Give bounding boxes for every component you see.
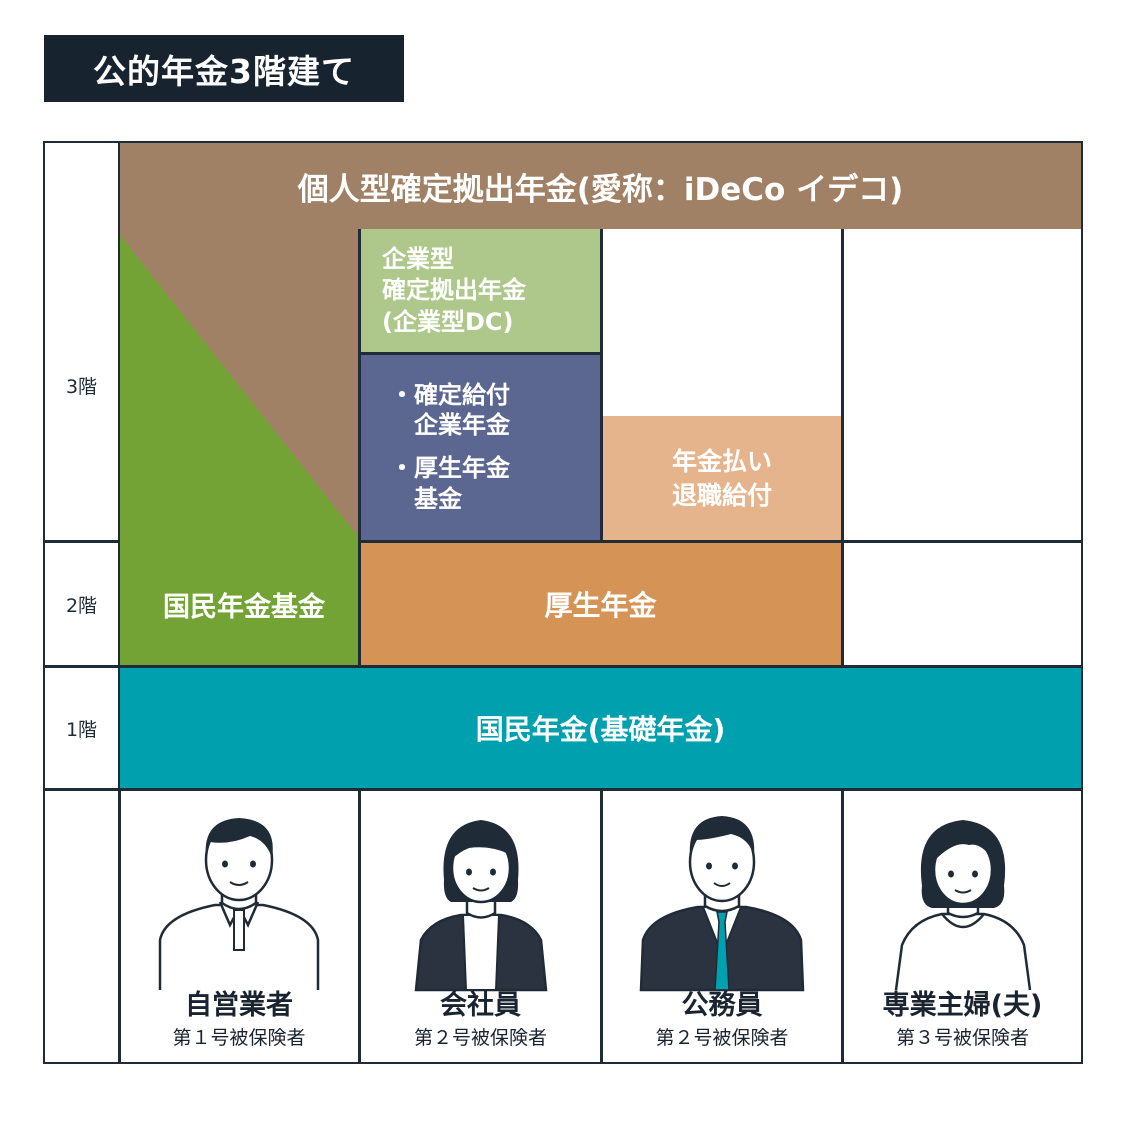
floor-divider bbox=[45, 540, 118, 543]
floor-column-divider bbox=[118, 141, 121, 1064]
self-employed-man-icon bbox=[158, 818, 320, 990]
db-line: 基金 bbox=[390, 484, 462, 513]
db-line: 企業年金 bbox=[390, 411, 510, 440]
homemaker-woman-icon bbox=[894, 820, 1032, 991]
db-line: ・厚生年金 bbox=[390, 454, 510, 482]
worker-label: 公務員 bbox=[681, 990, 763, 1021]
worker-self-employed: 自営業者 第１号被保険者 bbox=[120, 790, 358, 1062]
kokumin-kikin-block bbox=[120, 229, 360, 665]
column-divider bbox=[600, 229, 603, 543]
worker-civil-servant: 公務員 第２号被保険者 bbox=[603, 790, 841, 1062]
worker-insured-type: 第１号被保険者 bbox=[172, 1027, 306, 1049]
worker-label: 専業主婦(夫) bbox=[882, 990, 1043, 1021]
block-divider bbox=[120, 665, 1081, 668]
worker-homemaker: 専業主婦(夫) 第３号被保険者 bbox=[844, 790, 1081, 1062]
worker-label: 会社員 bbox=[440, 990, 521, 1021]
floor-divider bbox=[45, 788, 1081, 791]
civil-servant-man-icon bbox=[639, 816, 805, 992]
worker-insured-type: 第３号被保険者 bbox=[895, 1027, 1029, 1049]
worker-insured-type: 第２号被保険者 bbox=[655, 1027, 789, 1049]
worker-insured-type: 第２号被保険者 bbox=[413, 1027, 547, 1049]
column-divider bbox=[358, 229, 361, 667]
worker-divider bbox=[841, 788, 844, 1062]
dc-line: 企業型 bbox=[382, 245, 454, 274]
worker-divider bbox=[358, 788, 361, 1062]
retirement-benefit-block: 年金払い 退職給付 bbox=[603, 416, 841, 541]
defined-benefit-block: ・確定給付 企業年金 ・厚生年金 基金 bbox=[360, 353, 601, 541]
office-worker-woman-icon bbox=[414, 820, 548, 992]
worker-divider bbox=[600, 788, 603, 1062]
floor-label-3: 3階 bbox=[65, 375, 98, 398]
block-divider bbox=[360, 540, 841, 543]
worker-office: 会社員 第２号被保険者 bbox=[361, 790, 600, 1062]
ideco-block: 個人型確定拠出年金(愛称：iDeCo イデコ) bbox=[120, 143, 1081, 229]
column-divider bbox=[841, 229, 844, 667]
cell-divider bbox=[841, 540, 1081, 543]
page-title: 公的年金3階建て bbox=[44, 35, 404, 102]
kokumin-nenkin-block: 国民年金(基礎年金) bbox=[120, 667, 1081, 788]
worker-label: 自営業者 bbox=[185, 990, 293, 1021]
kokumin-kikin-label: 国民年金基金 bbox=[163, 592, 325, 623]
block-divider bbox=[360, 352, 601, 355]
retirement-line: 退職給付 bbox=[671, 480, 772, 510]
db-line: ・確定給付 bbox=[390, 380, 510, 409]
floor-label-1: 1階 bbox=[65, 718, 98, 741]
floor-divider bbox=[45, 665, 118, 668]
floor-label-2: 2階 bbox=[65, 594, 98, 617]
dc-line: 確定拠出年金 bbox=[382, 276, 526, 305]
dc-line: (企業型DC) bbox=[382, 307, 514, 336]
corporate-dc-block: 企業型 確定拠出年金 (企業型DC) bbox=[360, 229, 601, 353]
kosei-nenkin-block: 厚生年金 bbox=[360, 543, 841, 665]
retirement-line: 年金払い bbox=[671, 446, 772, 476]
